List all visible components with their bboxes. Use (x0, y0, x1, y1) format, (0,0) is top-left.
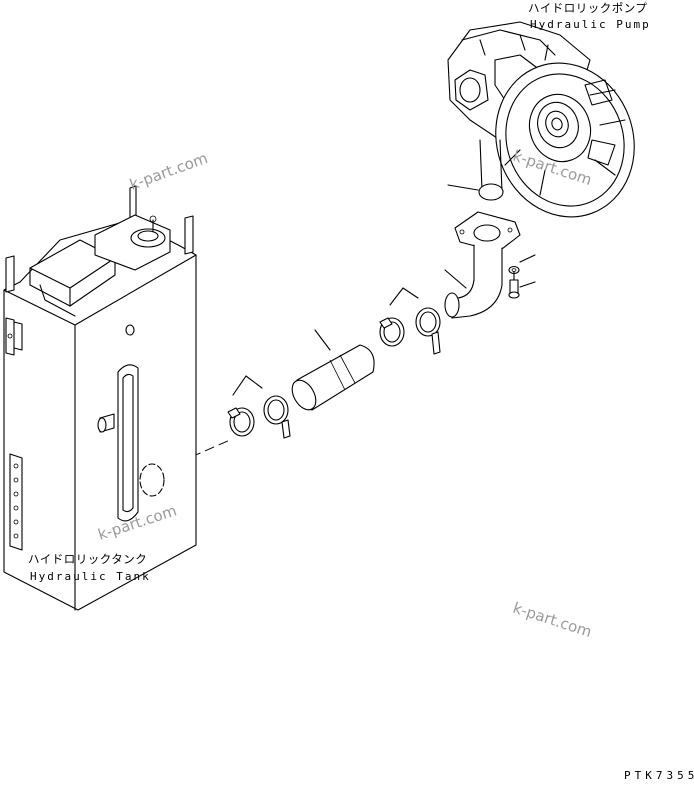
washer[interactable] (508, 254, 536, 275)
watermark: k-part.com (127, 149, 210, 194)
hydraulic-tank[interactable] (3, 185, 197, 611)
elbow-flange-pipe[interactable] (444, 211, 521, 319)
bolt[interactable] (508, 271, 536, 299)
tank-label-jp: ハイドロリックタンク (28, 552, 147, 566)
watermark: k-part.com (511, 599, 594, 641)
pump-label-jp: ハイドロリックポンプ (528, 1, 647, 15)
hose-clamps-upper[interactable] (379, 287, 441, 355)
tank-label-en: Hydraulic Tank (30, 570, 151, 583)
pump-label-en: Hydraulic Pump (530, 18, 651, 31)
hose-clamps-lower[interactable] (227, 375, 291, 439)
hydraulic-pump[interactable] (447, 21, 656, 237)
drawing-code: PTK7355 (624, 769, 694, 782)
suction-hose[interactable] (287, 329, 375, 414)
